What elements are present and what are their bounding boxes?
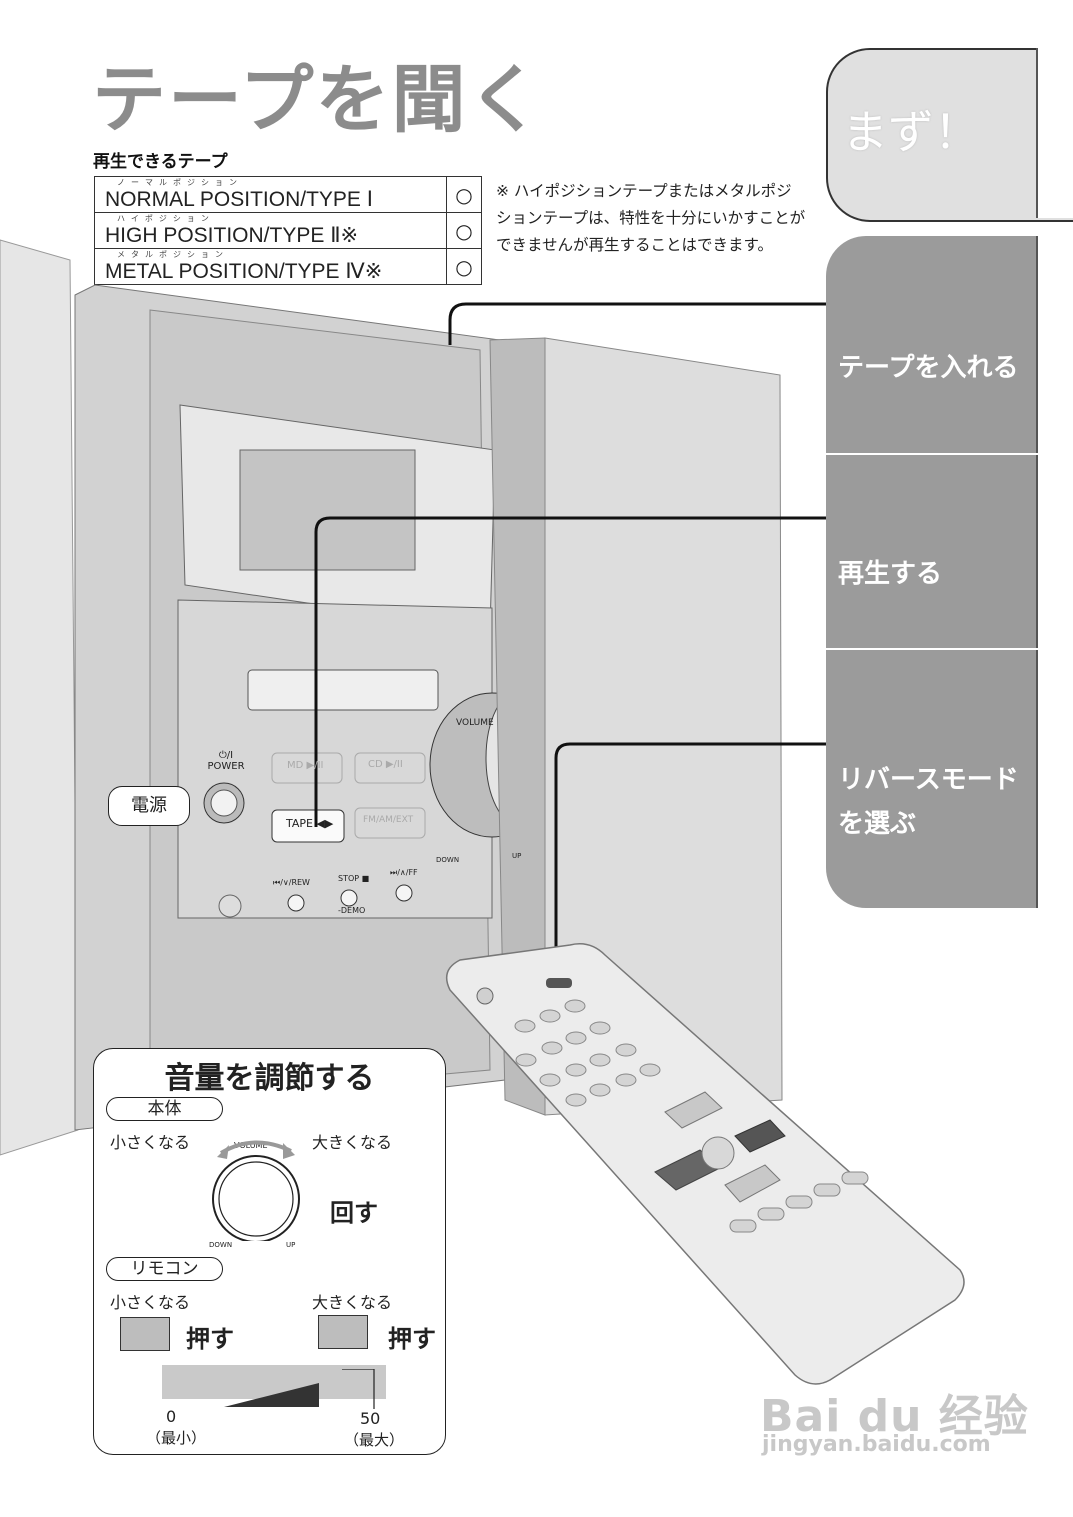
leader-line-insert	[448, 302, 826, 345]
remote-volume-down-button[interactable]	[120, 1317, 170, 1351]
remote-smaller-label: 小さくなる	[110, 1293, 191, 1312]
tab-play[interactable]: 再生する	[838, 559, 943, 589]
tape-mark: ○	[446, 212, 482, 249]
remote-reverse-button[interactable]	[546, 978, 572, 988]
knob-down-label: DOWN	[209, 1241, 233, 1249]
volume-display-bar	[162, 1365, 386, 1399]
remote-pill: リモコン	[106, 1257, 223, 1281]
volume-min-label: （最小）	[146, 1429, 207, 1447]
knob-volume-label: VOLUME	[234, 1141, 268, 1150]
fm-button-label: FM/AM/EXT	[363, 815, 414, 825]
tape-mark: ○	[446, 176, 482, 213]
press-right-label: 押す	[388, 1325, 436, 1353]
tape-name: METAL POSITION/TYPE Ⅳ※	[105, 260, 383, 283]
tape-name: NORMAL POSITION/TYPE Ⅰ	[105, 188, 373, 211]
volume-down-label: DOWN	[436, 856, 460, 864]
watermark-logo: Bai du 经验	[760, 1391, 1029, 1442]
volume-max-value: 50	[360, 1409, 381, 1428]
tape-note: ※ ハイポジションテープまたはメタルポジションテープは、特性を十分にいかすことが…	[496, 182, 806, 254]
page-title: テープを聞く	[92, 57, 544, 143]
display-screen	[239, 449, 416, 571]
leader-line-play	[314, 516, 826, 827]
md-button-label: MD ▶/II	[287, 760, 324, 771]
rew-label: ⏮/∨/REW	[273, 878, 310, 887]
volume-min-value: 0	[166, 1407, 177, 1426]
remote-power-button[interactable]	[476, 987, 494, 1005]
turn-label: 回す	[330, 1199, 378, 1227]
tab-edge	[1036, 236, 1073, 908]
volume-ramp	[224, 1369, 375, 1409]
remote-volume-up-button[interactable]	[318, 1315, 368, 1349]
volume-up-label: UP	[512, 852, 522, 860]
stop-button[interactable]	[340, 889, 358, 907]
volume-panel-title: 音量を調節する	[164, 1061, 375, 1096]
tape-name: HIGH POSITION/TYPE Ⅱ※	[105, 224, 359, 247]
power-callout: 電源	[108, 786, 190, 826]
volume-panel: 音量を調節する 本体 小さくなる 大きくなる VOLUME DOWN UP 回す…	[93, 1048, 446, 1455]
left-speaker	[0, 239, 79, 1156]
tab-divider	[826, 453, 1073, 455]
volume-knob-diagram	[212, 1140, 300, 1241]
volume-max-label: （最大）	[344, 1431, 405, 1449]
tape-button-label: TAPE ◀▶	[286, 817, 334, 830]
cd-button-label: CD ▶/II	[368, 759, 403, 770]
remote-right-button[interactable]	[734, 1119, 786, 1153]
tape-mark: ○	[446, 248, 482, 285]
tape-ruby: ハイポジション	[117, 214, 215, 223]
tab-first-label: まず！	[842, 105, 980, 159]
tab-divider	[826, 648, 1073, 650]
ff-label: ⏭/∧/FF	[390, 868, 418, 877]
leader-line-reverse	[554, 742, 826, 980]
speaker-side	[489, 337, 546, 1116]
unit-pill: 本体	[106, 1097, 223, 1121]
watermark-url: jingyan.baidu.com	[762, 1432, 991, 1457]
unit-smaller-label: 小さくなる	[110, 1133, 191, 1152]
tab-first[interactable]: まず！	[826, 48, 1073, 222]
ff-button[interactable]	[395, 884, 413, 902]
knob-up-label: UP	[286, 1241, 296, 1249]
power-button-label: ⏻/I POWER	[207, 750, 245, 772]
tab-insert-tape[interactable]: テープを入れる	[838, 353, 1019, 383]
rew-button[interactable]	[287, 894, 305, 912]
tapes-heading: 再生できるテープ	[93, 152, 228, 172]
tab-edge	[1036, 48, 1073, 218]
demo-label: -DEMO	[338, 906, 366, 915]
tape-ruby: メタルポジション	[117, 250, 229, 259]
power-button-face	[210, 789, 238, 817]
cassette-slot	[247, 669, 439, 711]
md-button[interactable]	[271, 752, 343, 784]
fm-am-ext-button[interactable]	[354, 807, 426, 839]
tape-button[interactable]	[271, 809, 345, 843]
tab-steps-group	[826, 236, 1036, 908]
unit-bigger-label: 大きくなる	[312, 1133, 393, 1152]
stereo-illustration	[0, 239, 826, 1156]
remote-control	[445, 943, 965, 1385]
cd-button[interactable]	[354, 752, 426, 784]
press-left-label: 押す	[186, 1325, 234, 1353]
tab-reverse-mode[interactable]: リバースモード	[838, 765, 1019, 795]
headphone-jack	[218, 894, 242, 918]
tape-ruby: ノーマルポジション	[117, 178, 243, 187]
volume-label: VOLUME	[456, 718, 494, 728]
tab-reverse-mode-2: を選ぶ	[838, 809, 917, 839]
stop-label: STOP ■	[338, 874, 370, 883]
remote-bigger-label: 大きくなる	[312, 1293, 393, 1312]
